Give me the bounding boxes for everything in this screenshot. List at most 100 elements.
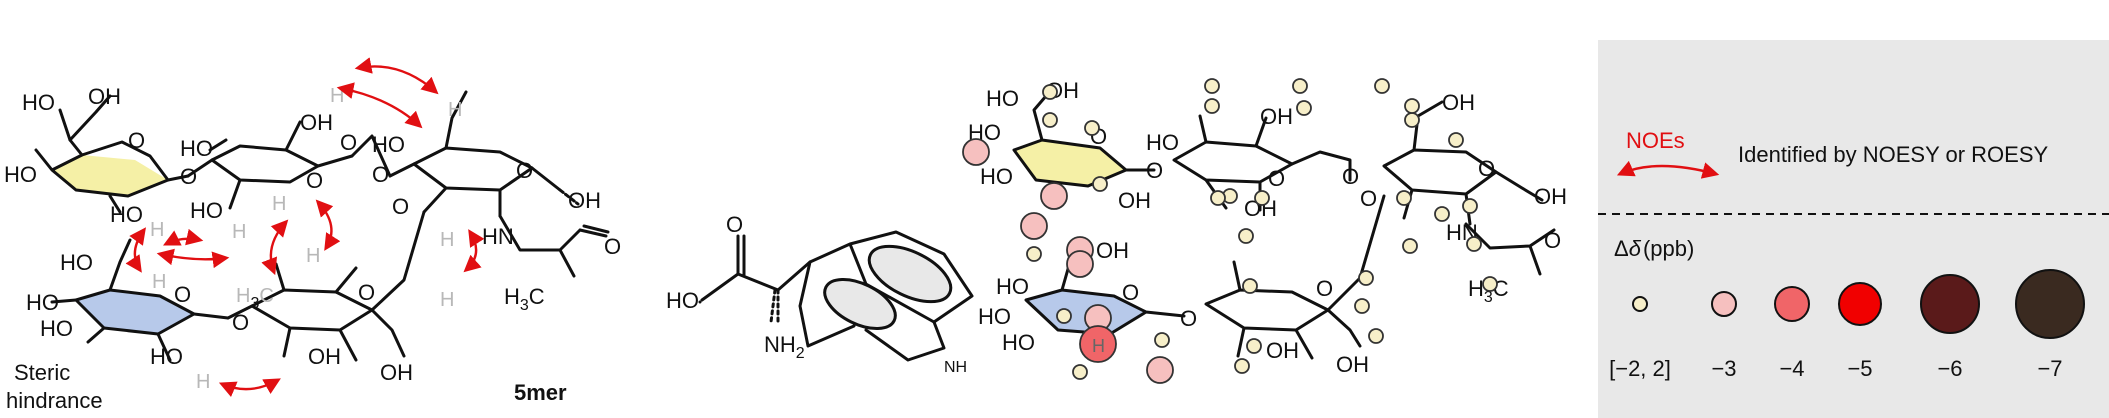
atom-ho: HO xyxy=(60,250,93,275)
atom-oh: OH xyxy=(300,110,333,135)
shift-marker-pale xyxy=(1368,328,1384,344)
legend-noe-arrow xyxy=(1616,160,1720,179)
atom-h-gray: H xyxy=(440,229,454,251)
noe-arrow xyxy=(463,229,485,273)
atom-h-gray: H xyxy=(272,193,286,215)
atom-o: O xyxy=(1146,158,1163,183)
atom-o: O xyxy=(1478,156,1495,181)
shift-marker-pale xyxy=(1092,176,1108,192)
shift-marker-pale xyxy=(1042,112,1058,128)
shift-marker-pale xyxy=(1482,276,1498,292)
shift-marker-pale xyxy=(1246,338,1262,354)
atom-o: O xyxy=(1342,164,1359,189)
atom-oh: OH xyxy=(1534,184,1567,209)
middle-glycan xyxy=(1012,94,1556,360)
atom-ho: HO xyxy=(1146,130,1179,155)
middle-glycan-labels: HO OH HO HO O OH O HO OH O OH O OH O OH … xyxy=(968,78,1567,377)
atom-o: O xyxy=(1268,166,1285,191)
shift-marker-pale xyxy=(1404,112,1420,128)
yellow-ring-fill xyxy=(1014,140,1126,186)
atom-ho: HO xyxy=(980,164,1013,189)
shift-marker-pink xyxy=(962,138,990,166)
shift-marker-pale xyxy=(1042,84,1058,100)
atom-ho: HO xyxy=(1002,330,1035,355)
legend-bin-label: −3 xyxy=(1711,356,1736,381)
legend-bin-label: −6 xyxy=(1937,356,1962,381)
indole-ring-circle xyxy=(867,244,953,304)
atom-ho: HO xyxy=(978,304,1011,329)
compound-label-5mer: 5mer xyxy=(514,380,567,405)
atom-h-gray: H xyxy=(448,99,462,121)
shift-marker-pale xyxy=(1358,270,1374,286)
noe-arrow xyxy=(336,82,423,129)
atom-hn: HN xyxy=(482,224,514,249)
atom-o: O xyxy=(174,282,191,307)
shift-marker-pale xyxy=(1254,190,1270,206)
shift-marker-pale xyxy=(1296,100,1312,116)
atom-o: O xyxy=(1316,276,1333,301)
shift-marker-pale xyxy=(1374,78,1390,94)
atom-o: O xyxy=(1360,186,1377,211)
atom-o: O xyxy=(180,164,197,189)
atom-h-gray: H xyxy=(440,289,454,311)
atom-ho: HO xyxy=(150,344,183,369)
atom-o: O xyxy=(358,280,375,305)
atom-o: O xyxy=(1122,280,1139,305)
atom-oh: OH xyxy=(568,188,601,213)
noe-arrow xyxy=(218,378,281,398)
atom-h-gray: H xyxy=(150,219,164,241)
legend-panel: NOEs Identified by NOESY or ROESY Δδ(ppb… xyxy=(1598,40,2109,418)
shift-marker-pale xyxy=(1434,206,1450,222)
shift-marker-pale xyxy=(1396,190,1412,206)
atom-h3c: H3C xyxy=(504,284,545,314)
atom-h3c-gray: H3C xyxy=(236,285,274,312)
atom-o: O xyxy=(232,310,249,335)
atom-ho: HO xyxy=(666,288,699,313)
noe-arrow xyxy=(354,57,439,95)
shift-marker-pale xyxy=(1154,332,1170,348)
shift-marker-pale xyxy=(1210,190,1226,206)
atom-o: O xyxy=(392,194,409,219)
atom-ho: HO xyxy=(372,132,405,157)
legend-noe-label: NOEs xyxy=(1626,128,1685,153)
shift-marker-pale xyxy=(1204,98,1220,114)
atom-ho: HO xyxy=(180,136,213,161)
shift-marker-pale xyxy=(1072,364,1088,380)
legend-bin-circle xyxy=(1838,282,1882,326)
middle-tryptophan xyxy=(698,230,974,362)
atom-ho: HO xyxy=(986,86,1019,111)
atom-oh: OH xyxy=(88,84,121,109)
atom-ho: HO xyxy=(110,202,143,227)
legend-bin-circle xyxy=(2015,269,2085,339)
atom-o: O xyxy=(1544,228,1561,253)
shift-marker-pale xyxy=(1026,246,1042,262)
noe-arrows xyxy=(125,57,485,398)
middle-tryptophan-labels: O HO NH2 NH xyxy=(666,212,967,376)
shift-marker-pale xyxy=(1204,78,1220,94)
legend-delta-label: Δδ(ppb) xyxy=(1614,236,1694,261)
legend-bin-label: −5 xyxy=(1847,356,1872,381)
shift-marker-pink xyxy=(1020,212,1048,240)
legend-bin-circle xyxy=(1632,296,1648,312)
atom-oh: OH xyxy=(1336,352,1369,377)
shift-marker-salmon xyxy=(1079,325,1117,363)
atom-o: O xyxy=(726,212,743,237)
legend-bin-label: −7 xyxy=(2037,356,2062,381)
shift-marker-pale xyxy=(1402,238,1418,254)
atom-ho: HO xyxy=(996,274,1029,299)
left-structure-5mer xyxy=(34,90,610,362)
legend-bin-circle xyxy=(1920,274,1980,334)
shift-marker-pale xyxy=(1234,358,1250,374)
atom-ho: HO xyxy=(190,198,223,223)
legend-bin-circle xyxy=(1774,286,1810,322)
shift-marker-pale xyxy=(1462,198,1478,214)
steric-hindrance-label-line2: hindrance xyxy=(6,388,103,413)
atom-o: O xyxy=(516,158,533,183)
atom-o: O xyxy=(372,162,389,187)
legend-bins: [−2, 2]−3−4−5−6−7 xyxy=(1609,269,2085,381)
atom-ho: HO xyxy=(40,316,73,341)
atom-h-gray: H xyxy=(196,371,210,393)
atom-h-gray: H xyxy=(306,245,320,267)
shift-marker-pale xyxy=(1238,228,1254,244)
shift-marker-pale xyxy=(1354,298,1370,314)
